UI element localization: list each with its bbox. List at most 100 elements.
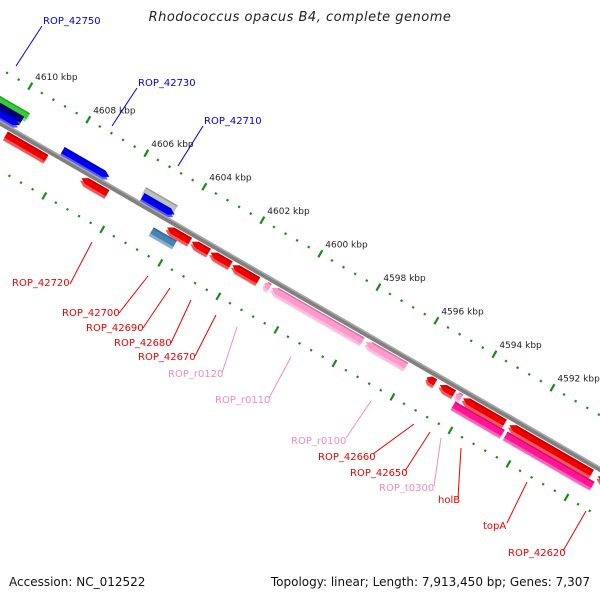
gene-feature[interactable]: [0, 96, 21, 131]
gene-feature[interactable]: [148, 227, 177, 250]
ruler-minor-tick: [5, 71, 9, 75]
ruler-major-tick: [273, 325, 280, 334]
gene-ROP_r0100[interactable]: [363, 339, 409, 372]
gene-edge: [431, 376, 438, 381]
gene-edge: [0, 86, 31, 115]
ruler-minor-tick: [437, 422, 441, 426]
gene-label[interactable]: ROP_42650: [350, 468, 408, 479]
gene-edge: [459, 392, 464, 396]
ruler-major-tick: [331, 359, 338, 368]
gene-ROP_42620[interactable]: [595, 473, 600, 508]
gene-label[interactable]: topA: [483, 521, 506, 532]
ruler-minor-tick: [121, 138, 125, 142]
gene-ROP_42680[interactable]: [207, 250, 233, 271]
ruler-minor-tick: [400, 299, 404, 303]
gene-body: [232, 265, 261, 284]
ruler-minor-tick: [330, 258, 334, 262]
gene-edge: [152, 227, 177, 243]
label-leader-line: [345, 400, 372, 439]
label-leader-line: [433, 437, 442, 487]
gene-label[interactable]: ROP_r0110: [215, 395, 270, 406]
label-leader-line: [457, 447, 462, 499]
gene-label[interactable]: ROP_42750: [43, 16, 101, 27]
gene-ROP_r0120[interactable]: [261, 281, 272, 293]
gene-label[interactable]: ROP_42670: [138, 352, 196, 363]
gene-ROP_42690[interactable]: [188, 239, 211, 258]
gene-label[interactable]: ROP_42700: [62, 308, 120, 319]
gene-holB[interactable]: [460, 395, 507, 429]
ruler-minor-tick: [284, 232, 288, 236]
gene-shadow: [190, 244, 210, 258]
ruler-major-tick: [491, 350, 498, 359]
gene-feature[interactable]: [450, 401, 505, 439]
ruler-major-tick: [41, 191, 48, 200]
gene-edge: [145, 187, 178, 207]
gene-feature[interactable]: [139, 193, 176, 220]
ruler-tick-label: 4602 kbp: [267, 207, 310, 217]
gene-label[interactable]: ROP_42660: [318, 452, 376, 463]
gene-body: [142, 187, 178, 212]
gene-ROP_42700[interactable]: [164, 225, 193, 247]
gene-edge: [238, 265, 261, 279]
rotated-track-group: [0, 71, 600, 551]
gene-label[interactable]: ROP_42720: [12, 278, 70, 289]
gene-edge: [7, 131, 49, 157]
gene-body: [451, 401, 505, 437]
gene-label[interactable]: ROP_r0100: [291, 436, 346, 447]
gene-topA[interactable]: [506, 422, 594, 479]
gene-label[interactable]: holB: [438, 495, 460, 506]
gene-ROP_t0300[interactable]: [453, 391, 464, 404]
ruler-minor-tick: [123, 241, 127, 245]
gene-ROP_r0110[interactable]: [268, 285, 365, 347]
gene-body: [150, 227, 177, 247]
gene-label[interactable]: ROP_t0300: [379, 483, 434, 494]
gene-label[interactable]: ROP_42620: [508, 548, 566, 559]
ruler-minor-tick: [516, 366, 520, 370]
ruler-minor-tick: [379, 388, 383, 392]
ruler-major-tick: [563, 493, 570, 502]
gene-label[interactable]: ROP_42710: [204, 116, 262, 127]
ruler-minor-tick: [75, 111, 79, 115]
ruler-major-tick: [447, 426, 454, 435]
gene-label[interactable]: ROP_42690: [86, 323, 144, 334]
ruler-minor-tick: [147, 254, 151, 258]
gene-ROP_42720[interactable]: [2, 131, 49, 164]
label-leader-line: [194, 314, 217, 357]
gene-ROP_42660[interactable]: [423, 374, 438, 389]
gene-edge: [515, 425, 594, 472]
genome-title: Rhodococcus opacus B4, complete genome: [148, 10, 452, 25]
ruler-minor-tick: [40, 91, 44, 95]
gene-feature[interactable]: [502, 431, 595, 491]
gene-feature[interactable]: [78, 175, 110, 199]
ruler-minor-tick: [167, 165, 171, 169]
gene-ROP_42670[interactable]: [229, 262, 261, 286]
gene-label[interactable]: ROP_42680: [114, 338, 172, 349]
ruler-minor-tick: [367, 382, 371, 386]
gene-edge: [173, 227, 193, 240]
ruler-minor-tick: [286, 335, 290, 339]
gene-body: [61, 147, 110, 177]
ruler-minor-tick: [576, 502, 580, 506]
gene-ROP_42730[interactable]: [59, 147, 111, 182]
ruler-minor-tick: [411, 305, 415, 309]
gene-body: [597, 476, 600, 505]
gene-ROP_42650[interactable]: [437, 382, 457, 400]
gene-body: [271, 287, 365, 344]
gene-label[interactable]: ROP_r0120: [168, 369, 223, 380]
gene-label[interactable]: ROP_42730: [138, 78, 196, 89]
ruler-minor-tick: [388, 292, 392, 296]
ruler-minor-tick: [272, 225, 276, 229]
label-leader-line: [404, 431, 431, 472]
gene-body: [167, 227, 193, 244]
ruler-minor-tick: [356, 375, 360, 379]
ruler-minor-tick: [7, 174, 11, 178]
ruler-tick-label: 4596 kbp: [441, 308, 484, 318]
backbone-highlight: [0, 95, 600, 548]
gene-body: [0, 86, 31, 120]
ruler-major-tick: [157, 258, 164, 267]
ruler-minor-tick: [307, 245, 311, 249]
ruler-minor-tick: [225, 198, 229, 202]
gene-body: [463, 398, 507, 426]
ruler-minor-tick: [19, 181, 23, 185]
